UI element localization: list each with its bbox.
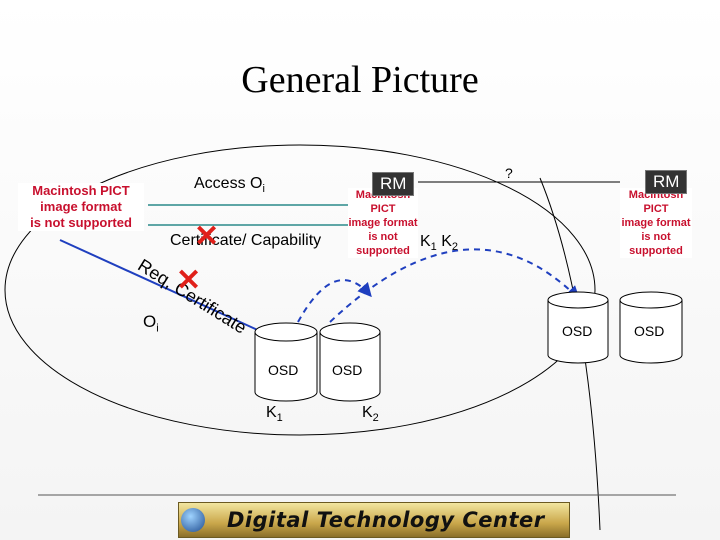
osd-center-right-label: OSD xyxy=(332,362,363,378)
pict-line: image format xyxy=(348,217,418,229)
access-text: Access O xyxy=(194,175,263,192)
k2-text: K xyxy=(362,404,373,421)
pict-line: Macintosh PICT xyxy=(32,183,130,198)
keys-k2: K xyxy=(436,233,452,250)
pict-line: image format xyxy=(40,199,122,214)
osd-right-1-label: OSD xyxy=(562,323,593,339)
rm-right-label: RM xyxy=(645,170,688,194)
keys-label: K1 K2 xyxy=(420,233,458,253)
slide-title: General Picture xyxy=(241,59,479,101)
dtc-logo: Digital Technology Center xyxy=(178,502,570,538)
k2-label: K2 xyxy=(362,404,379,424)
osd-right-2-label: OSD xyxy=(634,323,665,339)
pict-placeholder-client: Macintosh PICT image format is not suppo… xyxy=(18,183,144,231)
oi-text: O xyxy=(143,312,157,331)
pict-line: is not supported xyxy=(629,231,683,257)
keys-k1-sub: 1 xyxy=(430,241,437,254)
k1-text: K xyxy=(266,404,277,421)
oi-subscript: i xyxy=(156,322,159,335)
pict-line: image format xyxy=(621,217,691,229)
osd-center-left-label: OSD xyxy=(268,362,299,378)
osd-right-2-cylinder xyxy=(619,291,683,364)
certificate-capability-label: Certificate/ Capability xyxy=(170,232,322,249)
osd-center-right-cylinder xyxy=(319,322,381,402)
oi-label: Oi xyxy=(143,312,159,334)
pict-line: is not supported xyxy=(30,215,132,230)
keys-k1: K xyxy=(420,233,431,250)
access-subscript: i xyxy=(262,183,265,196)
k2-subscript: 2 xyxy=(372,412,379,425)
osd-center-left-cylinder xyxy=(254,322,318,402)
pict-placeholder-rm-right: Macintosh PICT image format is not suppo… xyxy=(620,188,692,258)
globe-icon xyxy=(181,508,205,532)
osd-right-1-cylinder xyxy=(547,291,609,364)
request-line xyxy=(59,239,263,333)
cross-certificate-icon: ✕ xyxy=(194,220,220,253)
access-label: Access Oi xyxy=(194,175,265,195)
pict-line: is not supported xyxy=(356,231,410,257)
pict-placeholder-rm-left: Macintosh PICT image format is not suppo… xyxy=(348,188,418,258)
dtc-logo-text: Digital Technology Center xyxy=(227,508,545,532)
k1-label: K1 xyxy=(266,404,283,424)
question-mark-label: ? xyxy=(505,165,513,181)
dashed-arrow-to-osd-left xyxy=(297,279,372,323)
dashed-arrow-to-osd-right xyxy=(329,248,580,323)
k1-subscript: 1 xyxy=(276,412,283,425)
keys-k2-sub: 2 xyxy=(451,241,459,254)
cross-req-icon: ✕ xyxy=(176,264,202,297)
rm-left-label: RM xyxy=(372,172,415,196)
system-boundary-ellipse xyxy=(4,144,596,436)
